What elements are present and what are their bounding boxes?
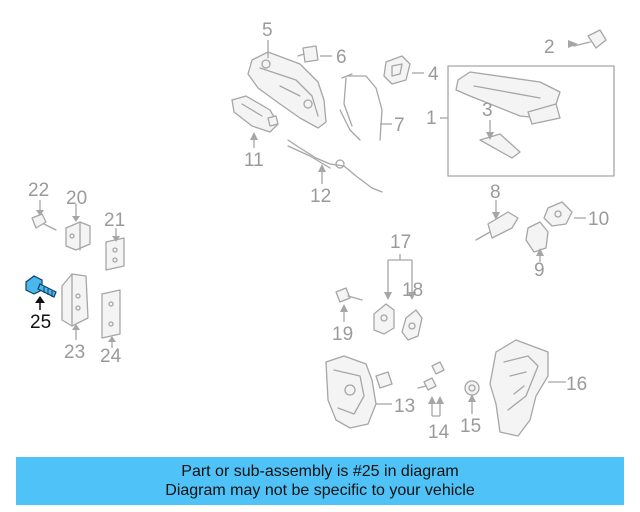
part-1-outside-handle [447, 65, 615, 177]
callout-11: 11 [244, 150, 264, 171]
part-23-lower-hinge [61, 273, 89, 327]
part-16-cover [489, 339, 549, 437]
callout-19: 19 [332, 324, 353, 345]
callout-24: 24 [100, 346, 122, 367]
callout-21: 21 [104, 210, 125, 231]
part-2-screw [573, 29, 607, 49]
callout-5: 5 [262, 20, 273, 41]
part-17-striker [373, 303, 395, 335]
callout-2: 2 [544, 37, 555, 58]
part-25-bolt-highlighted [25, 275, 57, 298]
callout-8: 8 [490, 182, 501, 203]
callout-12: 12 [310, 186, 331, 207]
part-14-screws [417, 361, 445, 391]
callout-23: 23 [64, 342, 85, 363]
part-11-inside-handle [231, 95, 279, 133]
part-7-rod [339, 73, 383, 141]
callout-16: 16 [566, 374, 587, 395]
part-8-clip [475, 211, 519, 241]
callout-25: 25 [30, 312, 51, 333]
part-21-plate [105, 237, 125, 271]
callout-10: 10 [588, 209, 609, 230]
part-18-bumper [401, 309, 423, 341]
callout-15: 15 [460, 416, 481, 437]
part-19-screw [335, 287, 363, 303]
part-3-cap [479, 133, 521, 159]
callout-6: 6 [336, 47, 347, 68]
notice-banner: Part or sub-assembly is #25 in diagram D… [16, 457, 624, 505]
notice-line-2: Diagram may not be specific to your vehi… [165, 482, 475, 499]
callout-13: 13 [394, 396, 415, 417]
callout-20: 20 [66, 188, 87, 209]
callout-1: 1 [426, 108, 437, 129]
callout-3: 3 [482, 100, 493, 121]
part-15-grommet [464, 380, 480, 396]
parts-diagram: 5 6 4 2 1 3 7 [25, 20, 615, 443]
part-13-latch [325, 355, 393, 429]
part-6-screw [297, 45, 319, 63]
callout-7: 7 [394, 115, 405, 136]
part-9-lever [525, 221, 549, 253]
callout-18: 18 [402, 280, 423, 301]
callout-4: 4 [428, 64, 439, 85]
part-22-screw [31, 213, 57, 231]
callout-22: 22 [28, 180, 49, 201]
callout-9: 9 [534, 260, 545, 281]
notice-line-1: Part or sub-assembly is #25 in diagram [181, 463, 459, 480]
part-5-bracket [247, 51, 327, 129]
callout-17: 17 [390, 232, 411, 253]
part-20-upper-hinge [65, 221, 91, 251]
part-24-plate [101, 289, 121, 339]
part-4-gasket [383, 55, 411, 85]
part-12-cable [287, 139, 383, 193]
part-10-bracket [543, 201, 573, 227]
callout-14: 14 [428, 422, 450, 443]
